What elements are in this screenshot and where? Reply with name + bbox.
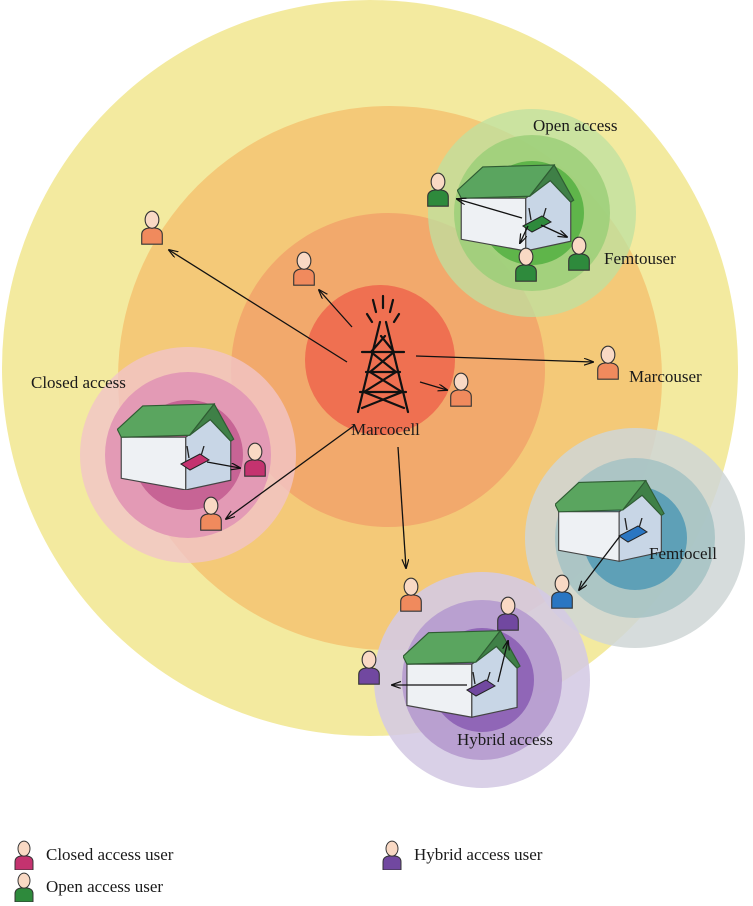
legend-hybrid-user: Hybrid access user — [380, 840, 542, 870]
macrouser-label: Marcouser — [629, 367, 702, 386]
femtocell-label: Femtocell — [649, 544, 717, 563]
hybrid-access-house-icon — [403, 630, 521, 718]
hybrid-access-label: Hybrid access — [457, 730, 553, 749]
closed-access-user-icon — [14, 840, 34, 870]
closed-access-label: Closed access — [31, 373, 126, 392]
macrocell-label: Marcocell — [351, 420, 420, 439]
legend-hybrid-user-label: Hybrid access user — [414, 845, 543, 864]
legend-closed-user: Closed access user — [12, 840, 173, 870]
femto-links — [206, 199, 621, 685]
legend-open-user: Open access user — [12, 872, 163, 902]
legend-closed-user-label: Closed access user — [46, 845, 174, 864]
open-access-label: Open access — [533, 116, 618, 135]
legend-open-user-label: Open access user — [46, 877, 164, 896]
closed-access-house-icon — [117, 403, 235, 490]
open-access-house-icon — [457, 164, 575, 251]
hybrid-access-user-icon — [382, 840, 402, 870]
open-access-user-icon — [14, 872, 34, 902]
femtouser-label: Femtouser — [604, 249, 676, 268]
macrocell-tower-icon — [356, 294, 410, 414]
macro-links — [169, 250, 593, 568]
